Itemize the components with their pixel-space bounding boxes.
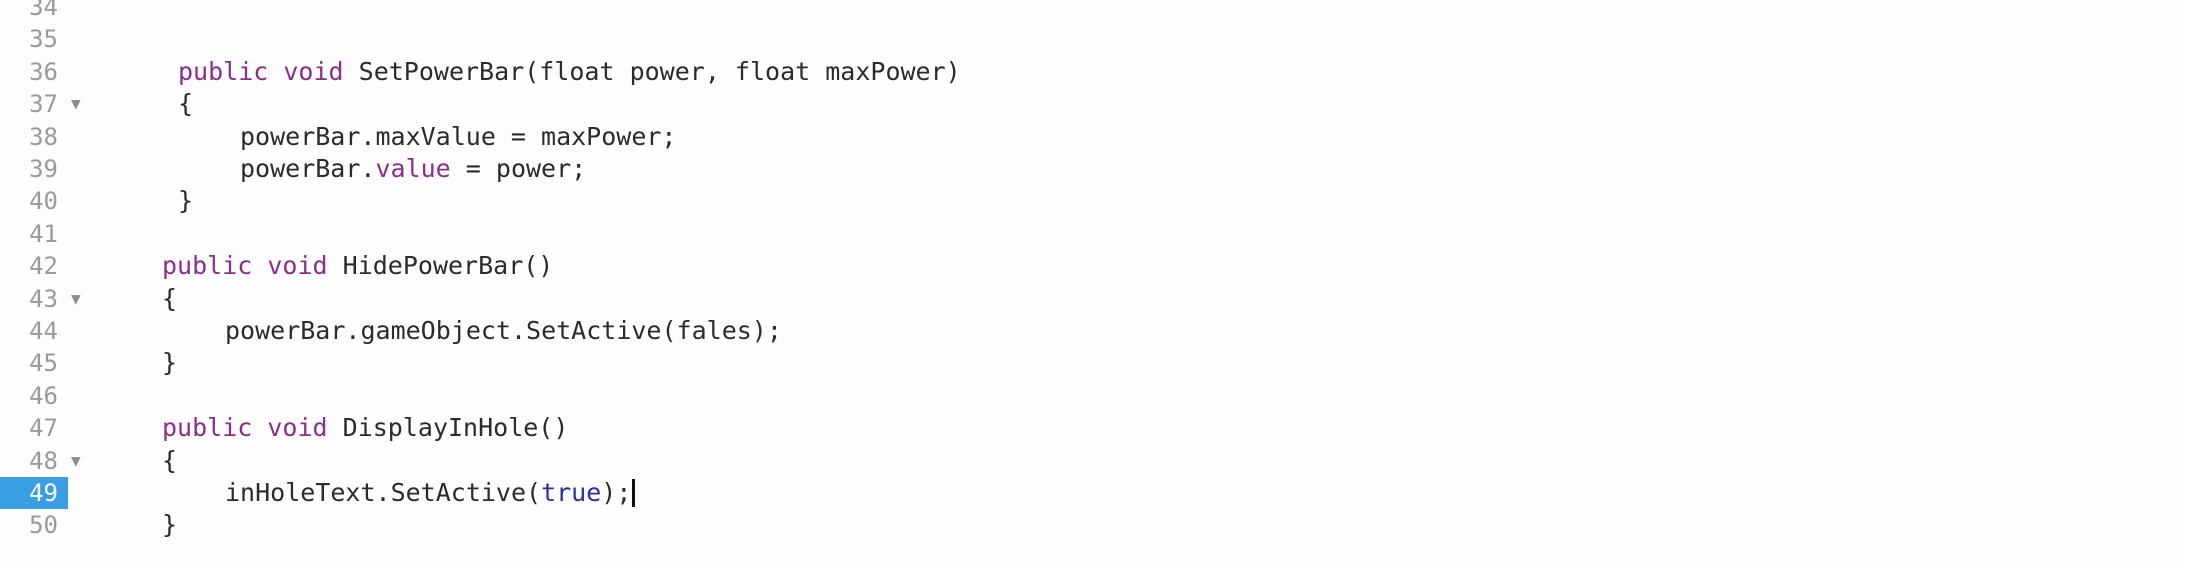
code-token: powerBar.maxValue = maxPower; <box>240 121 677 151</box>
code-line[interactable]: 42 public void HidePowerBar() <box>0 250 2186 282</box>
code-text[interactable]: { <box>178 88 193 120</box>
code-token <box>252 413 267 442</box>
fold-triangle-icon[interactable]: ▼ <box>71 94 81 114</box>
keyword-token: public <box>178 56 269 86</box>
code-token: { <box>162 445 178 475</box>
code-line[interactable]: 34 <box>0 0 2186 23</box>
code-token: { <box>162 283 178 313</box>
keyword-token: public <box>162 251 253 281</box>
code-text[interactable]: powerBar.maxValue = maxPower; <box>240 121 677 153</box>
code-token: DisplayInHole() <box>327 413 569 443</box>
code-token: ); <box>601 478 632 507</box>
line-number[interactable]: 41 <box>29 219 58 248</box>
code-token: inHoleText.SetActive( <box>225 478 542 507</box>
line-number[interactable]: 34 <box>29 0 58 21</box>
line-number[interactable]: 44 <box>29 317 58 345</box>
code-text[interactable]: { <box>162 283 177 315</box>
code-line[interactable]: 39 powerBar.value = power; <box>0 153 2186 185</box>
code-line[interactable]: 36 public void SetPowerBar(float power, f… <box>0 56 2186 88</box>
code-line[interactable]: 50} <box>0 509 2186 541</box>
code-text[interactable]: public void SetPowerBar(float power, flo… <box>178 56 961 88</box>
line-number[interactable]: 37 <box>29 90 58 119</box>
line-number[interactable]: 36 <box>29 57 58 86</box>
line-number[interactable]: 35 <box>29 25 58 54</box>
line-number[interactable]: 43 <box>29 284 58 313</box>
code-token: } <box>162 348 178 378</box>
code-text[interactable]: powerBar.gameObject.SetActive(fales); <box>225 315 782 347</box>
code-line[interactable]: 41 <box>0 218 2186 250</box>
code-token: { <box>178 89 194 119</box>
code-line[interactable]: 40} <box>0 185 2186 217</box>
code-token: powerBar. <box>240 154 376 183</box>
keyword-token: value <box>375 154 451 183</box>
code-text[interactable]: } <box>178 185 193 217</box>
code-line[interactable]: 44 powerBar.gameObject.SetActive(fales); <box>0 315 2186 347</box>
code-line[interactable]: 38 powerBar.maxValue = maxPower; <box>0 121 2186 153</box>
keyword-token: void <box>267 413 328 443</box>
code-token: = power; <box>450 154 587 183</box>
line-number[interactable]: 47 <box>29 414 58 443</box>
code-token <box>268 57 283 86</box>
code-text[interactable]: public void DisplayInHole() <box>162 412 568 444</box>
fold-triangle-icon[interactable]: ▼ <box>71 288 81 308</box>
code-token: HidePowerBar() <box>327 251 554 281</box>
code-line[interactable]: 46 <box>0 380 2186 412</box>
code-token <box>252 251 267 280</box>
code-text[interactable]: public void HidePowerBar() <box>162 250 553 282</box>
code-line[interactable]: 37 ▼ { <box>0 88 2186 120</box>
line-number[interactable]: 48 <box>29 446 58 475</box>
keyword-token: void <box>267 251 328 281</box>
code-line[interactable]: 35 <box>0 23 2186 55</box>
keyword-token: void <box>283 56 344 86</box>
code-token: powerBar.gameObject.SetActive(fales); <box>225 316 782 345</box>
fold-triangle-icon[interactable]: ▼ <box>71 450 81 470</box>
code-token: SetPowerBar(float power, float maxPower) <box>343 56 961 86</box>
literal-token: true <box>541 478 602 507</box>
code-text[interactable]: { <box>162 445 177 477</box>
code-token: } <box>178 186 194 216</box>
code-line[interactable]: 49 inHoleText.SetActive(true); <box>0 477 2186 509</box>
line-number[interactable]: 42 <box>29 252 58 281</box>
line-number[interactable]: 50 <box>29 511 58 540</box>
code-text[interactable]: } <box>162 509 177 541</box>
code-text[interactable]: inHoleText.SetActive(true); <box>225 477 636 509</box>
code-line[interactable]: 45} <box>0 347 2186 379</box>
line-number[interactable]: 46 <box>29 381 58 410</box>
line-number[interactable]: 49 <box>0 477 68 509</box>
line-number[interactable]: 45 <box>29 349 58 378</box>
code-text[interactable]: powerBar.value = power; <box>240 153 586 185</box>
line-number[interactable]: 38 <box>29 122 58 151</box>
code-text[interactable]: } <box>162 347 177 379</box>
code-token: } <box>162 510 178 540</box>
line-number[interactable]: 39 <box>29 155 58 183</box>
code-line[interactable]: 47 public void DisplayInHole() <box>0 412 2186 444</box>
code-line[interactable]: 43 ▼ { <box>0 283 2186 315</box>
text-cursor <box>632 478 636 507</box>
line-number[interactable]: 40 <box>29 187 58 216</box>
keyword-token: public <box>162 413 253 443</box>
code-line[interactable]: 48 ▼ { <box>0 445 2186 477</box>
